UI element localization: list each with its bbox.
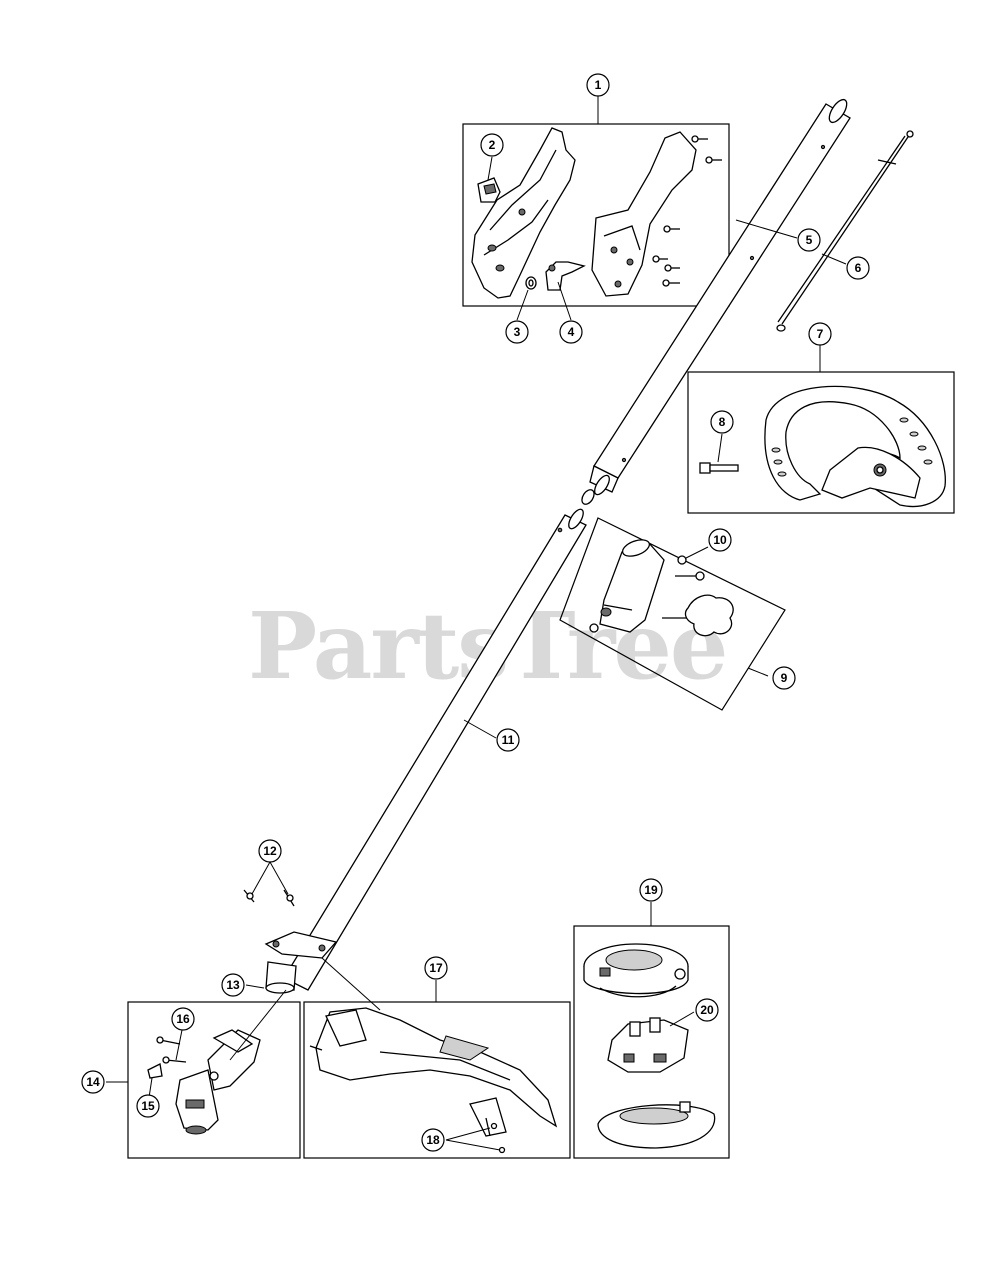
blade-part-18[interactable] bbox=[469, 1097, 507, 1154]
callout-10-label: 10 bbox=[713, 533, 727, 547]
callout-16[interactable]: 16 bbox=[171, 1007, 195, 1031]
guard-part-17[interactable] bbox=[309, 1007, 558, 1128]
handle-screws[interactable] bbox=[652, 135, 722, 287]
callout-14[interactable]: 14 bbox=[81, 1070, 105, 1094]
callout-8[interactable]: 8 bbox=[710, 410, 734, 434]
callout-20-label: 20 bbox=[700, 1003, 714, 1017]
plug-part-15[interactable] bbox=[147, 1063, 163, 1079]
sleeve-part-13[interactable] bbox=[265, 961, 297, 994]
callout-1-label: 1 bbox=[595, 78, 602, 92]
callout-3[interactable]: 3 bbox=[505, 320, 529, 344]
box-loop-handle bbox=[687, 371, 955, 514]
callout-18[interactable]: 18 bbox=[421, 1128, 445, 1152]
callout-3-label: 3 bbox=[514, 325, 521, 339]
coupler-hardware[interactable] bbox=[589, 555, 734, 637]
callout-4[interactable]: 4 bbox=[559, 320, 583, 344]
bump-cap[interactable] bbox=[597, 1101, 716, 1149]
lower-shaft-part-11[interactable] bbox=[283, 507, 587, 991]
loop-handle-part-7[interactable] bbox=[764, 385, 946, 508]
callout-13[interactable]: 13 bbox=[221, 973, 245, 997]
callout-7-label: 7 bbox=[817, 327, 824, 341]
trigger-part-4[interactable] bbox=[545, 261, 586, 291]
callout-1[interactable]: 1 bbox=[586, 73, 610, 97]
callout-7[interactable]: 7 bbox=[808, 322, 832, 346]
callout-13-label: 13 bbox=[226, 978, 240, 992]
gearhead-part-14[interactable] bbox=[175, 1029, 261, 1135]
callout-10[interactable]: 10 bbox=[708, 528, 732, 552]
callout-5-label: 5 bbox=[806, 233, 813, 247]
box-handle-assembly bbox=[462, 123, 730, 307]
callout-12[interactable]: 12 bbox=[258, 839, 282, 863]
callout-16-label: 16 bbox=[176, 1012, 190, 1026]
handle-half-left[interactable] bbox=[471, 127, 576, 299]
coupler-part-9[interactable] bbox=[599, 537, 665, 633]
callout-15-label: 15 bbox=[141, 1099, 155, 1113]
callout-6[interactable]: 6 bbox=[846, 256, 870, 280]
callout-5[interactable]: 5 bbox=[797, 228, 821, 252]
callout-2[interactable]: 2 bbox=[480, 133, 504, 157]
callout-11-label: 11 bbox=[502, 733, 515, 747]
callout-20[interactable]: 20 bbox=[695, 998, 719, 1022]
upper-shaft-part-5[interactable] bbox=[579, 97, 851, 507]
callout-9-label: 9 bbox=[781, 671, 788, 685]
callout-12-label: 12 bbox=[263, 844, 277, 858]
callout-8-label: 8 bbox=[719, 415, 726, 429]
callout-15[interactable]: 15 bbox=[136, 1094, 160, 1118]
callout-6-label: 6 bbox=[855, 261, 862, 275]
box-guard bbox=[303, 1001, 571, 1159]
box-coupler bbox=[559, 517, 786, 711]
callout-2-label: 2 bbox=[489, 138, 496, 152]
leader-lines bbox=[106, 96, 847, 1151]
callout-19-label: 19 bbox=[644, 883, 658, 897]
callout-19[interactable]: 19 bbox=[639, 878, 663, 902]
handle-half-right[interactable] bbox=[591, 131, 697, 297]
callout-18-label: 18 bbox=[426, 1133, 440, 1147]
switch-part-2[interactable] bbox=[477, 177, 501, 203]
callout-4-label: 4 bbox=[568, 325, 575, 339]
box-gear-head bbox=[127, 1001, 301, 1159]
bolt-part-8[interactable] bbox=[699, 462, 739, 474]
callout-17[interactable]: 17 bbox=[424, 956, 448, 980]
callout-9[interactable]: 9 bbox=[772, 666, 796, 690]
screws-part-16[interactable] bbox=[156, 1036, 187, 1064]
throttle-cable-part-6[interactable] bbox=[776, 130, 914, 332]
bracket-part-12[interactable] bbox=[243, 889, 338, 959]
spool-part-20[interactable] bbox=[607, 1017, 689, 1073]
callout-14-label: 14 bbox=[86, 1075, 100, 1089]
spool-housing-part-19[interactable] bbox=[583, 943, 689, 998]
callout-17-label: 17 bbox=[429, 961, 443, 975]
spring-part-3[interactable] bbox=[525, 276, 537, 290]
callout-11[interactable]: 11 bbox=[496, 728, 520, 752]
